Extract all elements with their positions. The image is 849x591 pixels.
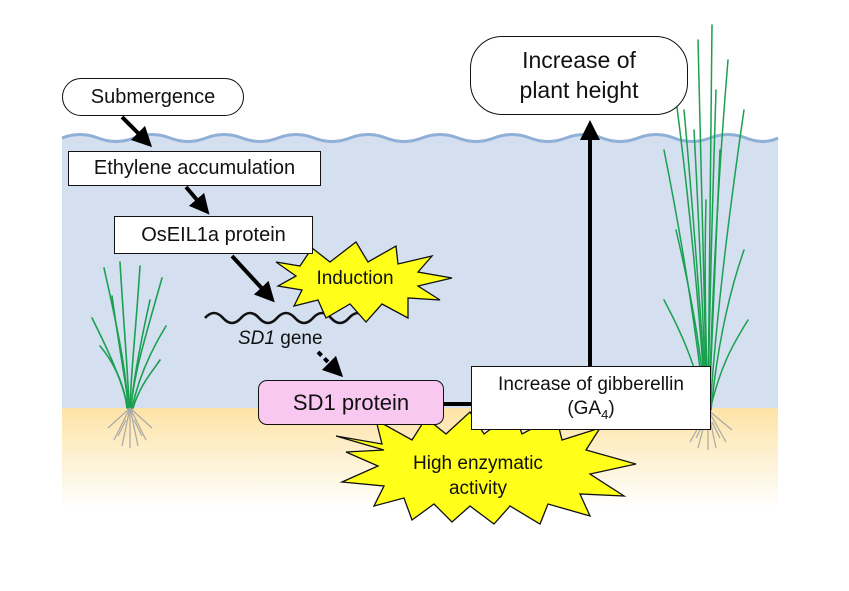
induction-burst bbox=[275, 241, 453, 323]
sd1-gene-label: SD1 gene bbox=[238, 328, 323, 350]
high-enzymatic-line1: High enzymatic bbox=[413, 453, 543, 474]
arrow-oseil1a-to-sd1-gene bbox=[230, 254, 275, 303]
arrow-submergence-to-ethylene bbox=[120, 115, 153, 148]
high-enzymatic-activity-burst bbox=[335, 410, 637, 525]
ethylene-accumulation-label: Ethylene accumulation bbox=[93, 157, 296, 179]
sd1-protein-node: SD1 protein bbox=[258, 380, 444, 425]
sd1-gene-dna-line bbox=[204, 311, 368, 325]
plant-height-line2: plant height bbox=[519, 76, 639, 103]
submergence-node: Submergence bbox=[62, 78, 244, 116]
gibberellin-label-line1: Increase of gibberellin bbox=[498, 374, 684, 396]
ga-subscript: 4 bbox=[601, 406, 609, 422]
submergence-label: Submergence bbox=[90, 85, 216, 108]
arrow-ethylene-to-oseil1a bbox=[184, 185, 210, 215]
ga-prefix: (GA bbox=[567, 397, 602, 419]
oseil1a-protein-label: OsEIL1a protein bbox=[141, 223, 286, 246]
sd1-protein-label: SD1 protein bbox=[292, 389, 410, 415]
sd1-gene-suffix: gene bbox=[274, 328, 323, 349]
water-surface bbox=[61, 133, 779, 143]
plant-height-node: Increase of plant height bbox=[470, 36, 688, 115]
ga-suffix: ) bbox=[608, 397, 615, 419]
induction-label: Induction bbox=[316, 268, 394, 289]
ethylene-accumulation-node: Ethylene accumulation bbox=[68, 151, 321, 186]
oseil1a-protein-node: OsEIL1a protein bbox=[114, 216, 313, 254]
small-rice-plant-illustration bbox=[91, 261, 167, 409]
small-rice-roots bbox=[107, 407, 153, 448]
plant-height-line1: Increase of bbox=[522, 46, 636, 73]
sd1-gene-name: SD1 bbox=[238, 328, 275, 349]
high-enzymatic-line2: activity bbox=[448, 477, 508, 499]
arrow-sd1-gene-to-sd1-protein bbox=[316, 350, 344, 378]
high-enzymatic-activity-label: High enzymatic activity bbox=[388, 452, 568, 501]
gibberellin-node: Increase of gibberellin (GA4) bbox=[471, 366, 711, 430]
gibberellin-label-line2: (GA4) bbox=[567, 397, 614, 423]
